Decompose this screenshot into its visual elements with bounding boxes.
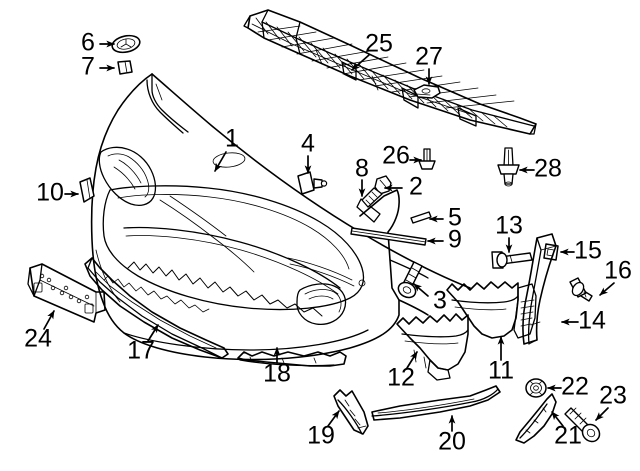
part-retaining-clip <box>79 177 95 203</box>
callout-number-24: 24 <box>24 325 52 353</box>
callout-4: 4 <box>301 130 315 174</box>
callout-1: 1 <box>214 125 239 172</box>
callout-12: 12 <box>387 351 418 392</box>
callout-21: 21 <box>551 411 582 450</box>
part-upper-grille-mesh-panel <box>243 9 537 135</box>
callout-number-14: 14 <box>578 307 606 335</box>
callout-number-22: 22 <box>561 373 589 401</box>
callout-number-18: 18 <box>263 360 291 388</box>
callout-number-21: 21 <box>554 422 582 450</box>
part-emblem-clip <box>117 60 133 75</box>
callout-17: 17 <box>127 324 159 365</box>
callout-number-6: 6 <box>81 29 95 57</box>
part-push-pin-rivet-large <box>497 147 520 187</box>
callout-10: 10 <box>36 179 79 207</box>
part-sensor-bracket <box>297 171 328 195</box>
callout-number-15: 15 <box>574 237 602 265</box>
callout-number-12: 12 <box>387 364 415 392</box>
callout-19: 19 <box>307 410 340 450</box>
part-lower-lip-spoiler <box>371 385 501 421</box>
callout-26: 26 <box>382 142 422 170</box>
callout-number-16: 16 <box>604 257 632 285</box>
part-trim-strip-short <box>410 211 432 224</box>
callout-leader-12 <box>406 351 418 369</box>
callout-leader-3 <box>413 283 429 297</box>
callout-14: 14 <box>561 307 606 335</box>
part-expansion-rivet <box>491 251 533 269</box>
callout-28: 28 <box>519 155 562 183</box>
callout-leader-1 <box>214 151 227 172</box>
callout-20: 20 <box>438 415 466 456</box>
callout-number-4: 4 <box>301 130 315 158</box>
callout-number-20: 20 <box>438 428 466 456</box>
part-self-tapping-screw <box>397 261 423 299</box>
callout-8: 8 <box>355 155 369 197</box>
part-star-emblem <box>111 34 141 54</box>
callout-18: 18 <box>263 347 291 388</box>
callout-leader-21 <box>551 411 564 427</box>
callout-6: 6 <box>81 29 115 57</box>
callout-number-25: 25 <box>365 30 393 58</box>
callout-number-2: 2 <box>409 173 423 201</box>
callout-2: 2 <box>384 173 423 201</box>
callout-11: 11 <box>488 336 514 385</box>
callout-number-23: 23 <box>599 382 627 410</box>
callout-number-26: 26 <box>382 142 410 170</box>
part-lower-grille-trim <box>84 257 229 359</box>
part-bracket-tab <box>356 198 381 223</box>
part-retainer-clip-u <box>413 84 441 99</box>
callout-7: 7 <box>81 53 115 81</box>
callout-leader-16 <box>599 282 615 296</box>
part-air-duct-right <box>446 281 537 339</box>
callout-number-5: 5 <box>448 204 462 232</box>
callout-22: 22 <box>547 373 589 401</box>
part-lower-spoiler-strip <box>237 351 347 367</box>
part-side-molding-right <box>522 233 557 345</box>
callout-9: 9 <box>427 226 462 254</box>
callout-number-17: 17 <box>127 337 155 365</box>
callout-number-1: 1 <box>225 125 239 153</box>
part-front-bumper-cover <box>90 73 471 361</box>
callout-number-19: 19 <box>307 422 335 450</box>
part-corner-trim-right <box>515 393 557 444</box>
part-trim-strip-long <box>350 227 427 246</box>
callout-23: 23 <box>595 382 627 421</box>
callout-leader-25 <box>351 54 370 71</box>
callout-leader-23 <box>595 407 609 421</box>
part-corner-trim-left <box>333 389 369 435</box>
callout-number-11: 11 <box>488 357 514 385</box>
callout-leader-19 <box>327 410 340 427</box>
callout-leader-17 <box>147 324 159 342</box>
callout-leader-24 <box>43 310 55 330</box>
callout-number-10: 10 <box>36 179 64 207</box>
callout-24: 24 <box>24 310 55 353</box>
callout-number-13: 13 <box>495 212 523 240</box>
part-grommet-nut <box>525 378 547 398</box>
callout-number-9: 9 <box>448 226 462 254</box>
part-push-pin-rivet-small <box>418 148 436 170</box>
callout-15: 15 <box>560 237 602 265</box>
callout-3: 3 <box>413 283 447 315</box>
part-license-plate-bracket <box>27 263 106 323</box>
part-shoulder-screw <box>564 407 601 443</box>
callout-16: 16 <box>599 257 632 296</box>
part-plastic-rivet <box>569 277 593 302</box>
callout-number-3: 3 <box>433 287 447 315</box>
callout-5: 5 <box>429 204 462 232</box>
callout-25: 25 <box>351 30 393 71</box>
callout-13: 13 <box>495 212 523 253</box>
callout-27: 27 <box>415 43 443 85</box>
callout-number-28: 28 <box>534 155 562 183</box>
callout-number-7: 7 <box>81 53 95 81</box>
callout-number-27: 27 <box>415 43 443 71</box>
part-air-duct-left <box>396 313 469 381</box>
callout-number-8: 8 <box>355 155 369 183</box>
